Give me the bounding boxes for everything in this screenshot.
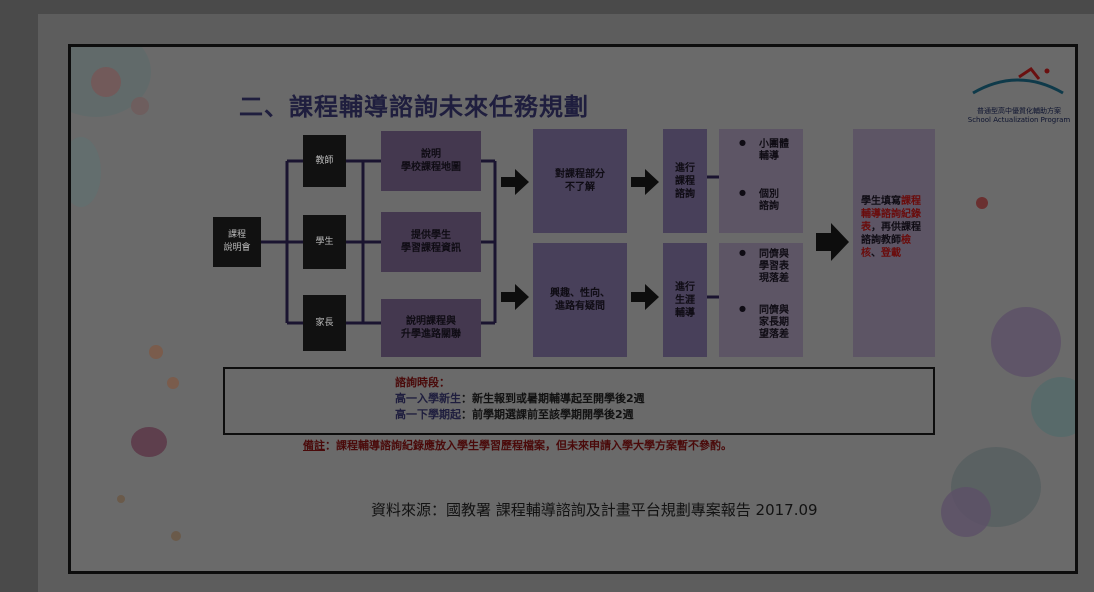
role-student-box: 學生 [303,215,346,269]
decorative-splash [149,345,163,359]
bullet-peer-parent: 同儕與 家長期 望落差 [739,303,789,341]
logo-line-1: 普通型高中優質化輔助方案 [977,107,1061,115]
role-teacher-box: 教師 [303,135,346,187]
final-text-3: ，再供課程諮詢教師 [861,222,921,246]
data-source: 資料來源：國教署 課程輔導諮詢及計畫平台規劃專案報告 2017.09 [371,501,818,519]
period-row-1: 高一入學新生：新生報到或暑期輔導起至開學後2週 [395,391,933,407]
final-step-box: 學生填寫課程輔導諮詢紀錄表，再供課程諮詢教師檢核、登載 [853,129,935,357]
register-highlight: 登載 [881,248,901,259]
record-form-highlight: 課程輔導諮詢紀錄表 [861,196,921,233]
final-text-1: 學生填寫 [861,196,901,207]
decorative-splash [117,495,125,503]
decorative-splash [941,487,991,537]
decorative-splash [131,97,149,115]
check-highlight: 檢核 [861,235,911,259]
decorative-splash [91,67,121,97]
consultation-period-box: 諮詢時段： 高一入學新生：新生報到或暑期輔導起至開學後2週 高一下學期起：前學期… [223,367,935,435]
period-row-1-text: ：新生報到或暑期輔導起至開學後2週 [461,392,645,405]
period-row-1-label: 高一入學新生 [395,392,461,405]
flow-connectors [261,159,849,325]
logo-line-2: School Actualization Program [967,116,1071,124]
program-logo [972,66,1064,95]
presentation-slide: 普通型高中優質化輔助方案 School Actualization Progra… [68,44,1078,574]
decorative-splash [131,427,167,457]
remark-text: ：課程輔導諮詢紀錄應放入學生學習歷程檔案，但未來申請入學大學方案暫不參酌。 [325,439,732,452]
remark-label: 備註 [303,439,325,452]
decorative-splash [991,307,1061,377]
decorative-splash [1031,377,1075,437]
logo-caption: 普通型高中優質化輔助方案 School Actualization Progra… [961,107,1075,125]
remark-note: 備註：課程輔導諮詢紀錄應放入學生學習歷程檔案，但未來申請入學大學方案暫不參酌。 [303,437,732,453]
bullet-peer-performance: 同儕與 學習表 現落差 [739,247,789,285]
period-row-2: 高一下學期起：前學期選課前至該學期開學後2週 [395,407,933,423]
col3-box-2: 興趣、性向、 進路有疑問 [533,243,627,357]
col2-box-1: 說明 學校課程地圖 [381,131,481,191]
slide-title: 二、課程輔導諮詢未來任務規劃 [239,93,589,121]
period-row-2-label: 高一下學期起 [395,408,461,421]
col4-box-2: 進行 生涯 輔導 [663,243,707,357]
col4-box-1: 進行 課程 諮詢 [663,129,707,233]
decorative-splash [976,197,988,209]
bullet-individual: 個別 諮詢 [739,187,779,213]
role-parent-box: 家長 [303,295,346,351]
period-row-2-text: ：前學期選課前至該學期開學後2週 [461,408,634,421]
period-heading: 諮詢時段： [395,376,450,389]
col2-box-3: 說明課程與 升學進路關聯 [381,299,481,357]
bullet-small-group: 小團體 輔導 [739,137,789,163]
decorative-splash [167,377,179,389]
col2-box-2: 提供學生 學習課程資訊 [381,212,481,272]
col3-box-1: 對課程部分 不了解 [533,129,627,233]
course-briefing-box: 課程 說明會 [213,217,261,267]
final-text-5: 、 [871,248,881,259]
decorative-splash [171,531,181,541]
